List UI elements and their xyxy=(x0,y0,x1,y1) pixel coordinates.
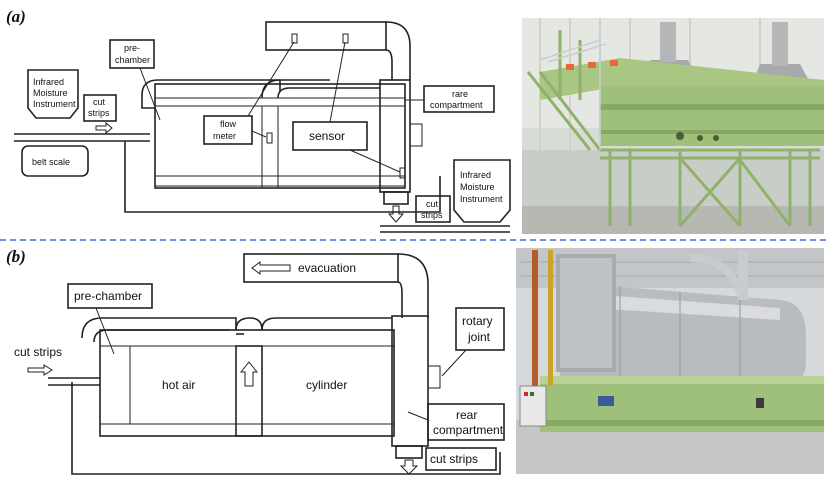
pre-chamber-a-line2: chamber xyxy=(115,55,150,65)
rear-compartment-label: rear compartment xyxy=(407,403,505,441)
cut-strips-input-a: cut strips xyxy=(83,94,117,135)
exhaust-duct-a xyxy=(261,21,411,99)
cut-strips-input-b: cut strips xyxy=(14,345,100,386)
rare-compartment-label: rare compartment xyxy=(404,85,495,113)
infrared-left-line1: Infrared xyxy=(33,77,64,87)
cut-strips-in-b-label: cut strips xyxy=(14,345,62,359)
infrared-instrument-left: Infrared Moisture Instrument xyxy=(27,69,79,119)
panel-a-diagram: (a) Infrared Moisture Instrument cut str… xyxy=(6,7,511,233)
infrared-right-line3: Instrument xyxy=(460,194,503,204)
pre-chamber-label-b: pre-chamber xyxy=(67,283,153,355)
evacuation-label: evacuation xyxy=(298,261,356,275)
cylinder-label: cylinder xyxy=(306,378,347,392)
rotary-joint-label: rotary joint xyxy=(441,307,505,377)
cut-strips-out-b-label: cut strips xyxy=(430,452,478,466)
infrared-right-line1: Infrared xyxy=(460,170,491,180)
conveyor-belt-a xyxy=(14,133,150,142)
infrared-instrument-right: Infrared Moisture Instrument xyxy=(453,159,511,223)
evacuation-duct: evacuation xyxy=(81,253,429,343)
rotary-joint-line1: rotary xyxy=(462,314,493,328)
hot-air-label: hot air xyxy=(162,378,195,392)
pre-chamber-a-line1: pre- xyxy=(124,43,140,53)
photo-b-rotary-dryer xyxy=(516,248,824,474)
belt-scale: belt scale xyxy=(21,145,89,177)
rare-compartment-line1: rare xyxy=(452,89,468,99)
pre-chamber-label-a: pre- chamber xyxy=(109,39,161,121)
infrared-left-line3: Instrument xyxy=(33,99,76,109)
dryer-body-a xyxy=(124,79,441,213)
panel-b-letter: (b) xyxy=(6,247,26,266)
outlet-a: cut strips xyxy=(380,191,510,233)
cut-strips-in-a-line1: cut xyxy=(93,97,106,107)
infrared-right-line2: Moisture xyxy=(460,182,495,192)
flow-meter: flow meter xyxy=(203,41,295,145)
rear-compartment-line1: rear xyxy=(456,408,477,422)
rare-compartment-line2: compartment xyxy=(430,100,483,110)
cut-strips-out-a-line2: strips xyxy=(421,210,443,220)
flow-meter-line2: meter xyxy=(213,131,236,141)
infrared-left-line2: Moisture xyxy=(33,88,68,98)
pre-chamber-b-label: pre-chamber xyxy=(74,289,142,303)
belt-scale-label: belt scale xyxy=(32,157,70,167)
sensor: sensor xyxy=(292,41,406,179)
panel-b-diagram: (b) evacuation pre-chamber xyxy=(6,247,505,475)
cut-strips-out-a-line1: cut xyxy=(426,199,439,209)
outlet-b: cut strips xyxy=(395,445,497,475)
rotary-joint-line2: joint xyxy=(467,330,491,344)
photo-a-belt-dryer xyxy=(522,18,824,234)
cut-strips-in-a-line2: strips xyxy=(88,108,110,118)
rear-compartment-line2: compartment xyxy=(433,423,504,437)
panel-a-letter: (a) xyxy=(6,7,26,26)
flow-meter-line1: flow xyxy=(220,119,237,129)
sensor-label: sensor xyxy=(309,129,345,143)
dryer-cylinder-body: hot air cylinder xyxy=(71,315,501,475)
